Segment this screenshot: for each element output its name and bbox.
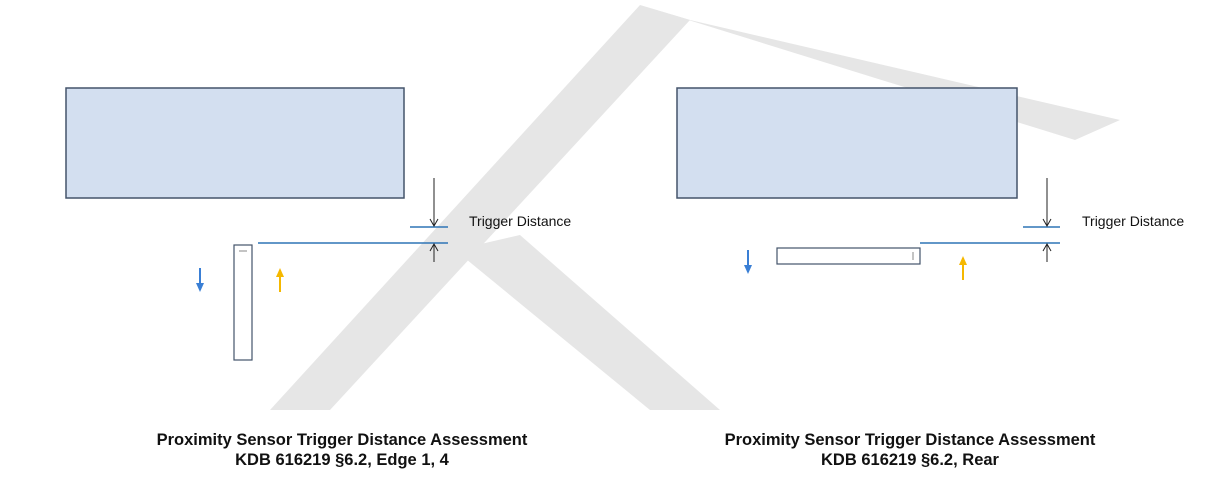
trigger-distance-label: Trigger Distance	[469, 213, 571, 229]
trigger-distance-label: Trigger Distance	[1082, 213, 1184, 229]
arrowhead-down-icon	[429, 218, 439, 228]
watermark	[270, 5, 1120, 410]
up-arrowhead-icon	[276, 268, 284, 277]
arrowhead-up-icon	[429, 242, 439, 252]
device-edge-on	[233, 244, 253, 361]
diagram-rear: Trigger Distance	[676, 87, 1184, 280]
caption-title: Proximity Sensor Trigger Distance Assess…	[724, 431, 1096, 449]
down-arrowhead-icon	[744, 265, 752, 274]
caption-edge: Proximity Sensor Trigger Distance Assess…	[112, 430, 572, 470]
arrowhead-down-icon	[1042, 218, 1052, 228]
up-arrowhead-icon	[959, 256, 967, 265]
down-arrowhead-icon	[196, 283, 204, 292]
move-toward-arrow	[959, 256, 967, 280]
move-away-arrow	[196, 268, 204, 292]
watermark-stroke-left	[270, 5, 690, 410]
trigger-distance-marker	[429, 178, 439, 262]
trigger-distance-marker	[1042, 178, 1052, 262]
caption-title: Proximity Sensor Trigger Distance Assess…	[156, 431, 528, 449]
device-rear-on	[776, 247, 921, 265]
move-away-arrow	[744, 250, 752, 274]
phantom-block	[65, 87, 405, 199]
move-toward-arrow	[276, 268, 284, 292]
diagram-edge: Trigger Distance	[65, 87, 571, 361]
watermark-stroke-inner	[455, 235, 720, 410]
arrowhead-up-icon	[1042, 242, 1052, 252]
caption-reference: KDB 616219 §6.2, Rear	[821, 451, 999, 469]
caption-rear: Proximity Sensor Trigger Distance Assess…	[680, 430, 1140, 470]
caption-reference: KDB 616219 §6.2, Edge 1, 4	[235, 451, 449, 469]
phantom-block	[676, 87, 1018, 199]
